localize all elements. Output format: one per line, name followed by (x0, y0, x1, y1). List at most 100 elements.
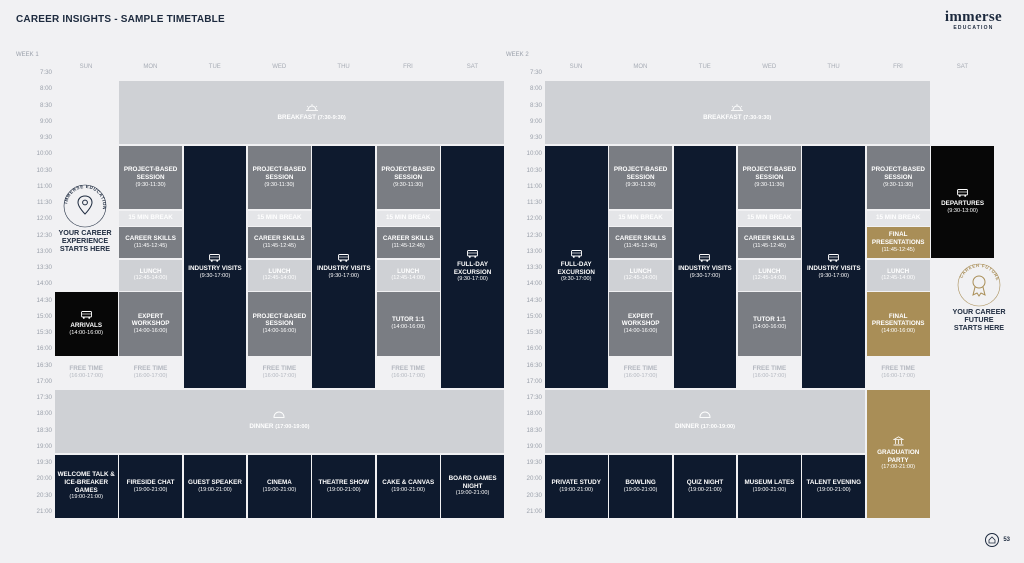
event-project-based-session[interactable]: PROJECT-BASED SESSION(9:30-11:30) (248, 145, 311, 210)
sunrise-icon (731, 103, 744, 113)
event-guest-speaker[interactable]: GUEST SPEAKER(19:00-21:00) (183, 454, 247, 519)
time-label: 12:00 (36, 215, 52, 223)
time-label: 15:00 (526, 312, 542, 320)
event-career-skills[interactable]: CAREER SKILLS(11:45-12:45) (119, 227, 182, 259)
block-time: (9:30-17:00) (689, 272, 721, 279)
home-icon[interactable] (985, 533, 1000, 547)
event-graduation-party[interactable]: GRADUATION PARTY(17:00-21:00) (866, 389, 930, 519)
event-free-time[interactable]: FREE TIME(16:00-17:00) (119, 357, 182, 388)
event-project-based-session[interactable]: PROJECT-BASED SESSION(9:30-11:30) (119, 145, 182, 210)
block-time: (16:00-17:00) (881, 372, 915, 379)
event-final-presentations[interactable]: FINAL PRESENTATIONS(11:45-12:45) (866, 227, 930, 259)
event-lunch[interactable]: LUNCH(12:45-14:00) (609, 259, 672, 291)
event-private-study[interactable]: PRIVATE STUDY(19:00-21:00) (544, 454, 608, 519)
event-free-time[interactable]: FREE TIME(16:00-17:00) (738, 357, 801, 388)
event-15-min-break[interactable]: 15 MIN BREAK (119, 210, 182, 226)
event-free-time[interactable]: FREE TIME(16:00-17:00) (609, 357, 672, 388)
time-label: 9:30 (529, 134, 542, 141)
bus-icon (828, 254, 840, 264)
event-career-skills[interactable]: CAREER SKILLS(11:45-12:45) (738, 227, 801, 259)
block-name: TUTOR 1:1 (753, 316, 786, 324)
event-theatre-show[interactable]: THEATRE SHOW(19:00-21:00) (312, 454, 376, 519)
event-project-based-session[interactable]: PROJECT-BASED SESSION(9:30-11:30) (609, 145, 672, 210)
event-fireside-chat[interactable]: FIRESIDE CHAT(19:00-21:00) (119, 454, 182, 519)
event-lunch[interactable]: LUNCH(12:45-14:00) (119, 259, 182, 291)
event-industry-visits[interactable]: INDUSTRY VISITS(9:30-17:00) (183, 145, 247, 389)
event-project-based-session[interactable]: PROJECT-BASED SESSION(14:00-16:00) (248, 292, 311, 356)
event-project-based-session[interactable]: PROJECT-BASED SESSION(9:30-11:30) (866, 145, 930, 210)
event-breakfast[interactable]: BREAKFAST (7:30-9:30) (544, 80, 930, 145)
event-tutor-1-1[interactable]: TUTOR 1:1(14:00-16:00) (376, 292, 440, 356)
event-expert-workshop[interactable]: EXPERT WORKSHOP(14:00-16:00) (119, 292, 182, 356)
event-free-time[interactable]: FREE TIME(16:00-17:00) (377, 357, 440, 388)
block-name: EXPERT WORKSHOP (131, 312, 170, 328)
event-career-skills[interactable]: CAREER SKILLS(11:45-12:45) (376, 227, 440, 259)
event-board-games-night[interactable]: BOARD GAMES NIGHT(19:00-21:00) (441, 454, 504, 519)
event-dinner[interactable]: DINNER (17:00-19:00) (54, 389, 504, 454)
block-time: (11:45-12:45) (391, 242, 425, 249)
event-free-time[interactable]: FREE TIME(16:00-17:00) (55, 357, 118, 388)
time-label: 10:00 (36, 150, 52, 158)
event-project-based-session[interactable]: PROJECT-BASED SESSION(9:30-11:30) (376, 145, 440, 210)
time-label: 13:00 (526, 247, 542, 255)
event-15-min-break[interactable]: 15 MIN BREAK (248, 210, 311, 226)
time-label: 7:30 (529, 69, 542, 76)
event-lunch[interactable]: LUNCH(12:45-14:00) (376, 259, 440, 291)
event-lunch[interactable]: LUNCH(12:45-14:00) (248, 259, 311, 291)
day-header-sun: SUN (569, 64, 583, 70)
immerse-logo: immerse EDUCATION (945, 10, 1002, 32)
time-label: 8:30 (529, 101, 542, 109)
venue-building-icon (892, 436, 905, 448)
event-industry-visits[interactable]: INDUSTRY VISITS(9:30-17:00) (802, 145, 866, 389)
time-label: 11:30 (36, 199, 52, 206)
time-label: 16:30 (526, 361, 542, 369)
block-time: (19:00-21:00) (391, 486, 425, 493)
block-time: (11:45-12:45) (881, 246, 915, 253)
event-final-presentations[interactable]: FINAL PRESENTATIONS(14:00-16:00) (866, 292, 930, 356)
block-name: FIRESIDE CHAT (126, 478, 175, 486)
block-time: (14:00-16:00) (752, 324, 787, 331)
block-name: FREE TIME (133, 365, 168, 373)
event-dinner[interactable]: DINNER (17:00-19:00) (544, 389, 866, 454)
event-welcome-talk-ice-breaker-games[interactable]: WELCOME TALK & ICE-BREAKER GAMES(19:00-2… (54, 454, 118, 519)
event-arrivals[interactable]: ARRIVALS(14:00-16:00) (54, 292, 118, 356)
day-header-wed: WED (272, 64, 287, 70)
event-free-time[interactable]: FREE TIME(16:00-17:00) (867, 357, 930, 388)
block-name: INDUSTRY VISITS (807, 265, 861, 273)
block-time: (11:45-12:45) (134, 242, 168, 249)
event-career-skills[interactable]: CAREER SKILLS(11:45-12:45) (248, 227, 311, 259)
event-15-min-break[interactable]: 15 MIN BREAK (866, 210, 930, 226)
event-expert-workshop[interactable]: EXPERT WORKSHOP(14:00-16:00) (609, 292, 672, 356)
event-15-min-break[interactable]: 15 MIN BREAK (609, 210, 672, 226)
event-breakfast[interactable]: BREAKFAST (7:30-9:30) (119, 80, 504, 145)
event-quiz-night[interactable]: QUIZ NIGHT(19:00-21:00) (673, 454, 737, 519)
event-talent-evening[interactable]: TALENT EVENING(19:00-21:00) (802, 454, 866, 519)
time-label: 7:30 (39, 69, 52, 76)
event-industry-visits[interactable]: INDUSTRY VISITS(9:30-17:00) (673, 145, 737, 389)
block-time: (19:00-21:00) (133, 486, 168, 493)
event-lunch[interactable]: LUNCH(12:45-14:00) (866, 259, 930, 291)
event-15-min-break[interactable]: 15 MIN BREAK (376, 210, 440, 226)
event-lunch[interactable]: LUNCH(12:45-14:00) (738, 259, 801, 291)
career-experience-stamp: IMMERSE EDUCATION YOUR CAREER EXPERIENCE… (54, 183, 116, 254)
event-museum-lates[interactable]: MUSEUM LATES(19:00-21:00) (738, 454, 801, 519)
block-time: (9:30-11:30) (625, 181, 656, 188)
event-full-day-excursion[interactable]: FULL-DAY EXCURSION(9:30-17:00) (441, 145, 504, 389)
event-departures[interactable]: DEPARTURES(9:30-13:00) (931, 145, 994, 259)
event-bowling[interactable]: BOWLING(19:00-21:00) (609, 454, 672, 519)
block-time: (11:45-12:45) (752, 242, 786, 249)
time-label: 16:00 (526, 345, 542, 353)
event-15-min-break[interactable]: 15 MIN BREAK (738, 210, 801, 226)
bus-icon (338, 254, 350, 264)
block-name: CAREER SKILLS (125, 235, 176, 243)
event-industry-visits[interactable]: INDUSTRY VISITS(9:30-17:00) (312, 145, 376, 389)
event-tutor-1-1[interactable]: TUTOR 1:1(14:00-16:00) (738, 292, 801, 356)
event-cake-canvas[interactable]: CAKE & CANVAS(19:00-21:00) (376, 454, 440, 519)
time-label: 10:30 (36, 166, 52, 174)
event-project-based-session[interactable]: PROJECT-BASED SESSION(9:30-11:30) (738, 145, 801, 210)
time-label: 18:00 (526, 410, 542, 418)
event-free-time[interactable]: FREE TIME(16:00-17:00) (248, 357, 311, 388)
event-career-skills[interactable]: CAREER SKILLS(11:45-12:45) (609, 227, 672, 259)
event-full-day-excursion[interactable]: FULL-DAY EXCURSION(9:30-17:00) (544, 145, 608, 389)
event-cinema[interactable]: CINEMA(19:00-21:00) (248, 454, 311, 519)
